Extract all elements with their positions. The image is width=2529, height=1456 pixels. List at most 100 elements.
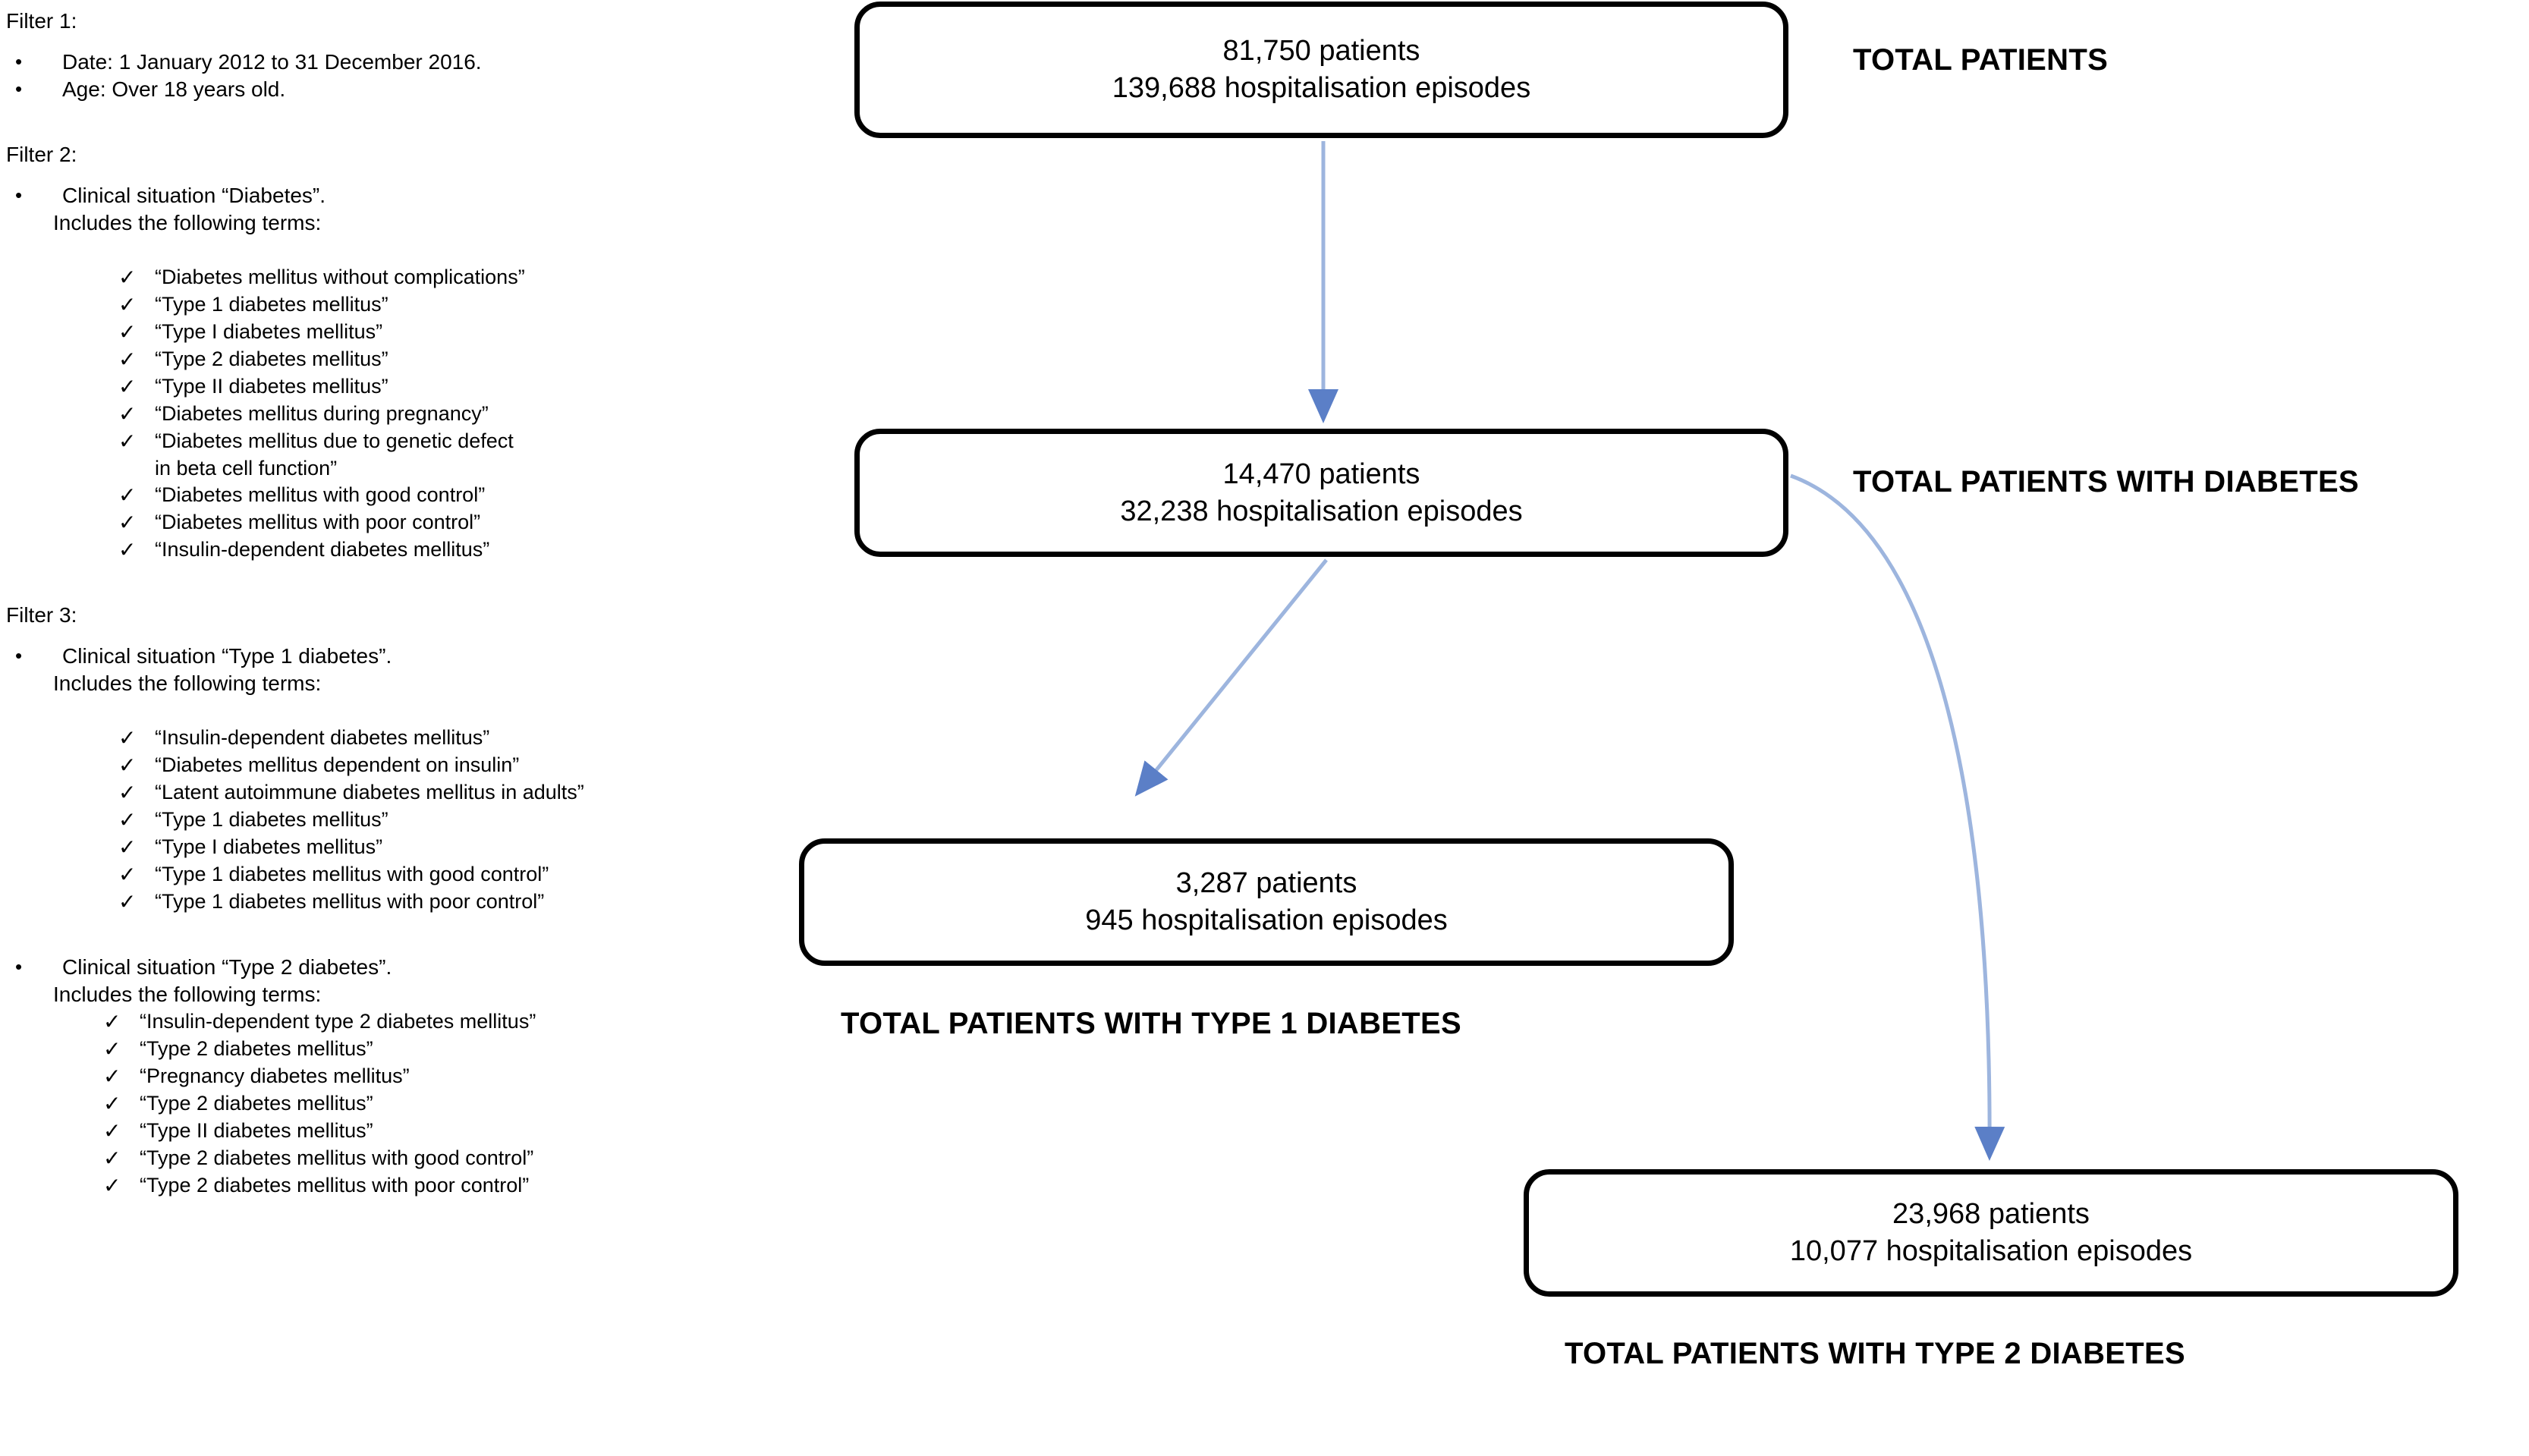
term-label: “Diabetes mellitus dependent on insulin” [155, 753, 520, 776]
list-item: ✓ “Latent autoimmune diabetes mellitus i… [118, 782, 689, 803]
term-label: “Type I diabetes mellitus” [155, 320, 383, 343]
bullet-icon: • [15, 77, 23, 100]
check-icon: ✓ [118, 863, 137, 886]
list-item: ✓ “Diabetes mellitus during pregnancy” [118, 404, 689, 425]
check-icon: ✓ [118, 753, 137, 777]
list-item: ✓ “Type I diabetes mellitus” [118, 837, 689, 858]
check-icon: ✓ [118, 429, 137, 453]
check-icon: ✓ [103, 1119, 121, 1143]
label-total-patients: TOTAL PATIENTS [1853, 43, 2109, 77]
term-label: “Pregnancy diabetes mellitus” [140, 1064, 410, 1087]
term-label: “Latent autoimmune diabetes mellitus in … [155, 781, 584, 803]
list-item: ✓ “Type 1 diabetes mellitus” [118, 810, 689, 831]
node-type2-patients-count: 23,968 patients [1892, 1198, 2090, 1231]
bullet-label: Clinical situation “Type 2 diabetes”. [62, 955, 392, 979]
check-icon: ✓ [118, 726, 137, 750]
node-total-patients[interactable]: 81,750 patients 139,688 hospitalisation … [854, 2, 1788, 138]
filter-3b-subline: Includes the following terms: [53, 983, 322, 1006]
filter-1-bullet-1: • Age: Over 18 years old. [6, 79, 689, 100]
node-diabetes-episodes-count: 32,238 hospitalisation episodes [1120, 495, 1523, 527]
bullet-label: Age: Over 18 years old. [62, 77, 286, 101]
label-total-patients-with-type2-diabetes: TOTAL PATIENTS WITH TYPE 2 DIABETES [1565, 1337, 2185, 1370]
term-label: “Type I diabetes mellitus” [155, 835, 383, 858]
label-total-patients-with-type1-diabetes: TOTAL PATIENTS WITH TYPE 1 DIABETES [841, 1007, 1461, 1040]
filter-2-bullet-0: • Clinical situation “Diabetes”. [6, 185, 689, 206]
check-icon: ✓ [103, 1037, 121, 1061]
list-item: ✓ “Diabetes mellitus dependent on insuli… [118, 755, 689, 776]
term-label: “Type 2 diabetes mellitus” [155, 347, 388, 370]
check-icon: ✓ [103, 1010, 121, 1033]
node-type2-patients[interactable]: 23,968 patients 10,077 hospitalisation e… [1524, 1169, 2458, 1297]
filter-criteria-panel: Filter 1: • Date: 1 January 2012 to 31 D… [6, 0, 689, 1456]
check-icon: ✓ [118, 293, 137, 316]
filter-1-title: Filter 1: [6, 9, 77, 33]
filter-3-subline: Includes the following terms: [53, 671, 322, 695]
list-item: ✓ “Type 2 diabetes mellitus with poor co… [103, 1175, 689, 1197]
bullet-icon: • [15, 184, 23, 206]
filter-3-bullet-1: • Clinical situation “Type 2 diabetes”. [6, 957, 689, 978]
term-label: “Type II diabetes mellitus” [140, 1119, 373, 1142]
list-item: ✓ “Insulin-dependent diabetes mellitus” [118, 539, 689, 561]
term-label: “Diabetes mellitus due to genetic defect [155, 429, 514, 452]
list-item: ✓ “Type 2 diabetes mellitus with good co… [103, 1148, 689, 1169]
term-label: “Type 1 diabetes mellitus” [155, 293, 388, 316]
list-item: ✓ “Type I diabetes mellitus” [118, 322, 689, 343]
check-icon: ✓ [118, 890, 137, 914]
list-item: ✓ “Diabetes mellitus with poor control” [118, 512, 689, 533]
check-icon: ✓ [103, 1146, 121, 1170]
term-label: “Diabetes mellitus without complications… [155, 266, 525, 288]
check-icon: ✓ [118, 266, 137, 289]
filter-3-type1-term-list: ✓ “Insulin-dependent diabetes mellitus” … [6, 728, 689, 913]
bullet-label: Date: 1 January 2012 to 31 December 2016… [62, 50, 482, 74]
edge-diabetes-to-type2 [1790, 473, 2005, 1161]
list-item: ✓ “Insulin-dependent diabetes mellitus” [118, 728, 689, 749]
node-type2-episodes-count: 10,077 hospitalisation episodes [1789, 1235, 2193, 1267]
bullet-icon: • [15, 955, 23, 978]
filter-3-title: Filter 3: [6, 603, 77, 627]
term-label: “Diabetes mellitus with good control” [155, 483, 486, 506]
node-type1-patients-count: 3,287 patients [1175, 867, 1357, 900]
list-item: ✓ “Pregnancy diabetes mellitus” [103, 1066, 689, 1087]
node-diabetes-patients[interactable]: 14,470 patients 32,238 hospitalisation e… [854, 429, 1788, 557]
term-label: “Type 2 diabetes mellitus” [140, 1037, 373, 1060]
term-label: “Type 1 diabetes mellitus” [155, 808, 388, 831]
node-type1-patients[interactable]: 3,287 patients 945 hospitalisation episo… [799, 838, 1734, 966]
list-item: ✓ “Type 1 diabetes mellitus with good co… [118, 864, 689, 885]
bullet-label: Clinical situation “Type 1 diabetes”. [62, 644, 392, 668]
list-item: ✓ “Type 2 diabetes mellitus” [118, 349, 689, 370]
node-total-patients-count: 81,750 patients [1222, 35, 1420, 68]
bullet-icon: • [15, 644, 23, 667]
list-item: ✓ “Diabetes mellitus with good control” [118, 485, 689, 506]
filter-3-type2-term-list: ✓ “Insulin-dependent type 2 diabetes mel… [6, 1011, 689, 1197]
term-label: “Type 2 diabetes mellitus with good cont… [140, 1146, 534, 1169]
check-icon: ✓ [118, 808, 137, 832]
node-total-episodes-count: 139,688 hospitalisation episodes [1112, 72, 1531, 104]
check-icon: ✓ [118, 538, 137, 561]
list-item: ✓ “Type II diabetes mellitus” [118, 376, 689, 398]
check-icon: ✓ [118, 511, 137, 534]
term-label: “Type 1 diabetes mellitus with poor cont… [155, 890, 545, 913]
term-label: “Type 1 diabetes mellitus with good cont… [155, 863, 549, 885]
filter-2-subline: Includes the following terms: [53, 211, 322, 234]
check-icon: ✓ [103, 1174, 121, 1197]
list-item: ✓ “Type II diabetes mellitus” [103, 1121, 689, 1142]
edge-diabetes-to-type1 [1134, 558, 1328, 797]
check-icon: ✓ [103, 1064, 121, 1088]
node-type1-episodes-count: 945 hospitalisation episodes [1085, 904, 1448, 936]
check-icon: ✓ [118, 375, 137, 398]
filter-3-bullet-0: • Clinical situation “Type 1 diabetes”. [6, 646, 689, 667]
term-label: “Diabetes mellitus with poor control” [155, 511, 481, 533]
bullet-label: Clinical situation “Diabetes”. [62, 184, 326, 207]
check-icon: ✓ [118, 402, 137, 426]
list-item: ✓ “Type 1 diabetes mellitus” [118, 294, 689, 316]
term-label: “Insulin-dependent diabetes mellitus” [155, 726, 490, 749]
check-icon: ✓ [103, 1092, 121, 1115]
list-item: ✓ “Type 2 diabetes mellitus” [103, 1093, 689, 1115]
check-icon: ✓ [118, 320, 137, 344]
bullet-icon: • [15, 50, 23, 73]
filter-2-term-list: ✓ “Diabetes mellitus without complicatio… [6, 267, 689, 561]
term-label: “Insulin-dependent type 2 diabetes melli… [140, 1010, 536, 1033]
list-item: ✓ “Type 1 diabetes mellitus with poor co… [118, 892, 689, 913]
term-label: “Type 2 diabetes mellitus” [140, 1092, 373, 1115]
